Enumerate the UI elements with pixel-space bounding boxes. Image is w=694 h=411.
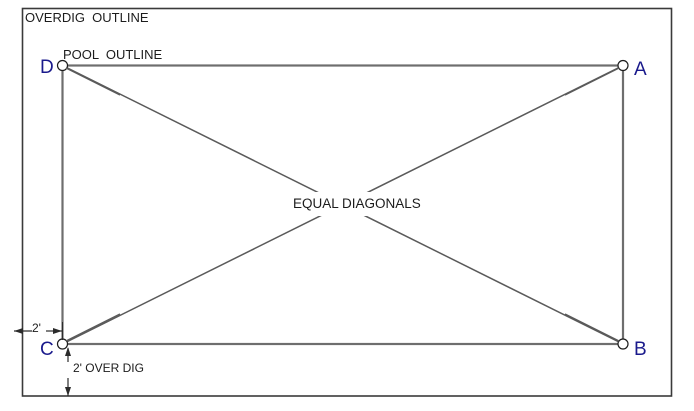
pool-outline-label: POOL OUTLINE <box>63 47 163 62</box>
dim-arrow-right <box>53 328 62 334</box>
corner-label-b: B <box>634 339 647 360</box>
equal-diagonals-note: EQUAL DIAGONALS <box>288 195 426 213</box>
corner-label-a: A <box>634 59 647 80</box>
dimension-label-overdig-left: 2' <box>32 321 41 335</box>
dim-arrow-up <box>65 347 71 356</box>
diagonal-stub-d <box>65 67 121 96</box>
corner-marker-a <box>617 59 629 72</box>
dimension-label-overdig-bottom: 2' OVER DIG <box>73 361 144 375</box>
corner-label-d: D <box>40 57 54 78</box>
overdig-outline-rect <box>21 7 673 397</box>
dim-arrow-left <box>14 328 23 334</box>
diagonal-stub-b <box>564 313 620 342</box>
corner-marker-b <box>617 338 629 350</box>
diagonal-stub-c <box>65 313 121 342</box>
overdig-outline-label: OVERDIG OUTLINE <box>25 10 149 25</box>
corner-marker-d <box>56 59 69 72</box>
dim-arrow-down <box>65 387 71 396</box>
pool-outline-rect <box>61 64 625 346</box>
diagonal-stub-a <box>564 67 620 96</box>
corner-label-c: C <box>40 339 54 360</box>
